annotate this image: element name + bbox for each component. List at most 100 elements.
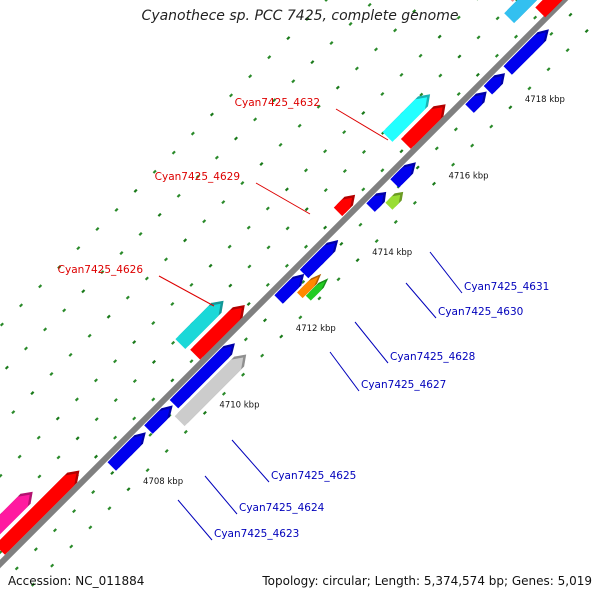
genome-summary-text: Topology: circular; Length: 5,374,574 bp…: [262, 574, 592, 588]
tick-dot: [110, 470, 115, 475]
tick-dot: [69, 544, 74, 549]
tick-dot: [301, 280, 306, 285]
tick-dot: [176, 193, 181, 198]
blue-gene-right-c-body: [503, 32, 546, 75]
page-title: Cyanothece sp. PCC 7425, complete genome: [141, 8, 459, 24]
blue-gene-4623: [107, 432, 146, 471]
tick-dot: [87, 333, 92, 338]
yellowgreen-gene-4630-body: [385, 194, 401, 210]
blue-gene-4631: [390, 162, 416, 188]
backbone-layer: [0, 0, 569, 569]
tick-dot: [278, 142, 283, 147]
tick-dot: [279, 334, 284, 339]
tick-dot: [52, 528, 57, 533]
tick-label: 4714 kbp: [372, 248, 412, 258]
orange-gene-4627: [297, 273, 322, 299]
tick-dot: [11, 410, 16, 415]
tick-dot: [37, 474, 42, 479]
tick-dot: [324, 0, 328, 2]
tick-dot: [152, 169, 157, 174]
blue-gene-4628-b-body: [299, 243, 336, 279]
tick-dot: [323, 225, 328, 230]
tick-dot: [298, 315, 303, 320]
magenta-gene-outer-body: [0, 494, 30, 535]
tick-dot: [164, 449, 169, 454]
tick-dot: [546, 67, 551, 72]
tick-dot: [285, 226, 290, 231]
tick-dot: [456, 91, 461, 96]
leader-line: [429, 251, 463, 294]
tick-dot: [358, 222, 363, 227]
tick-dot: [527, 86, 532, 91]
tick-dot: [233, 136, 239, 141]
tick-dot: [106, 314, 111, 319]
green-gene-4627-body: [305, 281, 326, 301]
tick-dot: [584, 29, 589, 34]
tick-dot: [297, 123, 302, 128]
tick-dot: [262, 318, 268, 323]
red-gene-4626: [190, 305, 245, 360]
tick-dot: [30, 391, 35, 396]
blue-gene-4628-b: [299, 240, 339, 279]
tick-dot: [183, 429, 188, 434]
tick-dot: [399, 72, 404, 77]
tick-dot: [476, 35, 481, 40]
tick-dot: [248, 74, 253, 79]
yellowgreen-gene-4630: [385, 191, 404, 210]
tick-dot: [418, 53, 423, 58]
tick-dot: [508, 105, 513, 110]
tick-dot: [380, 91, 385, 96]
tick-dot: [151, 321, 156, 326]
salmon-gene-top: [510, 0, 515, 2]
tick-dot: [145, 468, 150, 473]
tick-dot: [81, 289, 86, 294]
tick-dot: [93, 378, 99, 383]
tick-dot: [265, 282, 270, 287]
tick-dot: [74, 397, 79, 402]
salmon-gene-top-body: [510, 0, 515, 2]
tick-dot: [310, 60, 315, 65]
tick-dot: [284, 187, 289, 192]
tick-dot: [243, 337, 248, 342]
tick-dot: [189, 359, 194, 364]
blue-gene-4631-body: [390, 165, 413, 188]
feature-layer: [0, 0, 563, 555]
tick-dot: [209, 112, 214, 117]
tick-dot: [323, 149, 328, 154]
blue-gene-4630: [366, 191, 387, 212]
gene-label: Cyan7425_4629: [155, 171, 240, 183]
gray-gene: [174, 354, 247, 427]
tick-dot: [221, 200, 226, 205]
tick-dot: [227, 244, 232, 249]
leader-line: [231, 439, 270, 483]
tick-dot: [148, 432, 153, 437]
tick-dot: [393, 219, 398, 224]
tick-dot: [355, 258, 360, 263]
red-gene-top-a-body: [535, 0, 563, 18]
tick-dot: [329, 41, 334, 46]
tick-dot: [113, 359, 118, 364]
tick-dot: [291, 79, 296, 84]
tick-dot: [419, 92, 424, 97]
cyan-gene-4626: [175, 300, 224, 349]
tick-dot: [303, 244, 309, 249]
tick-dot: [246, 225, 251, 230]
blue-gene-4624-body: [144, 408, 170, 434]
tick-dot: [49, 371, 54, 376]
tick-dot: [412, 9, 417, 14]
tick-label: 4716 kbp: [449, 171, 489, 181]
gene-label: Cyan7425_4623: [214, 528, 299, 540]
tick-dot: [470, 143, 475, 148]
tick-dot: [119, 251, 124, 256]
tick-dot: [55, 416, 60, 421]
tick-dot: [113, 398, 118, 403]
blue-gene-4624: [144, 405, 173, 434]
tick-dot: [412, 200, 417, 205]
tick-dot: [76, 246, 81, 251]
tick-dot: [533, 15, 538, 20]
blue-gene-right-b: [483, 73, 505, 95]
tick-dot: [133, 188, 138, 193]
tick-dot: [36, 435, 41, 440]
tick-dot: [494, 53, 499, 58]
